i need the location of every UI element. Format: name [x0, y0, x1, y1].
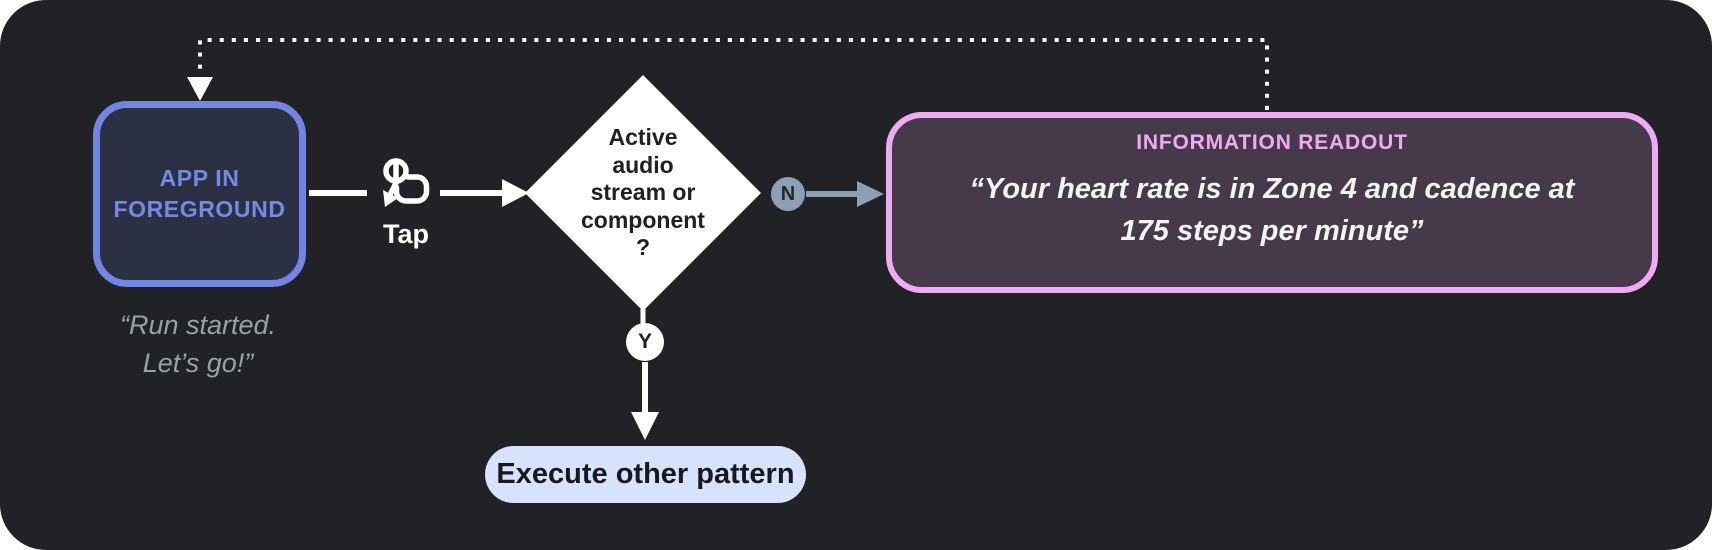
no-branch-badge: N — [771, 177, 805, 211]
arrowhead-into-action-icon — [631, 412, 659, 440]
readout-title: INFORMATION READOUT — [1136, 131, 1408, 154]
decision-line: ? — [635, 234, 651, 260]
app-in-foreground-node: APP IN FOREGROUND — [93, 101, 306, 287]
execute-other-pattern-node: Execute other pattern — [485, 446, 806, 503]
app-caption-line2: Let’s go!” — [142, 348, 254, 378]
tap-label: Tap — [383, 219, 429, 249]
yes-branch-badge: Y — [626, 323, 664, 361]
feedback-dotted-line — [198, 38, 1269, 110]
app-voice-caption: “Run started. Let’s go!” — [58, 306, 338, 382]
tap-gesture-icon — [383, 158, 430, 207]
feedback-arrowhead-icon — [187, 77, 213, 101]
decision-diamond — [525, 75, 761, 311]
readout-quote: “Your heart rate is in Zone 4 and cadenc… — [892, 168, 1652, 252]
app-node-label-line2: FOREGROUND — [113, 196, 286, 222]
readout-quote-line2: 175 steps per minute” — [1120, 215, 1424, 247]
app-node-label-line1: APP IN — [159, 165, 240, 191]
app-caption-line1: “Run started. — [119, 310, 277, 340]
decision-line: stream or — [590, 179, 696, 205]
decision-line: component — [581, 206, 705, 233]
readout-quote-line1: “Your heart rate is in Zone 4 and cadenc… — [969, 173, 1575, 205]
decision-line: Active — [608, 124, 678, 150]
action-pill-label: Execute other pattern — [496, 458, 795, 490]
decision-line: audio — [612, 151, 674, 178]
arrowhead-into-decision-icon — [502, 179, 529, 207]
information-readout-node: INFORMATION READOUT “Your heart rate is … — [886, 112, 1658, 293]
arrowhead-into-readout-icon — [857, 181, 884, 207]
decision-question: Active audio stream or component ? — [558, 124, 728, 262]
